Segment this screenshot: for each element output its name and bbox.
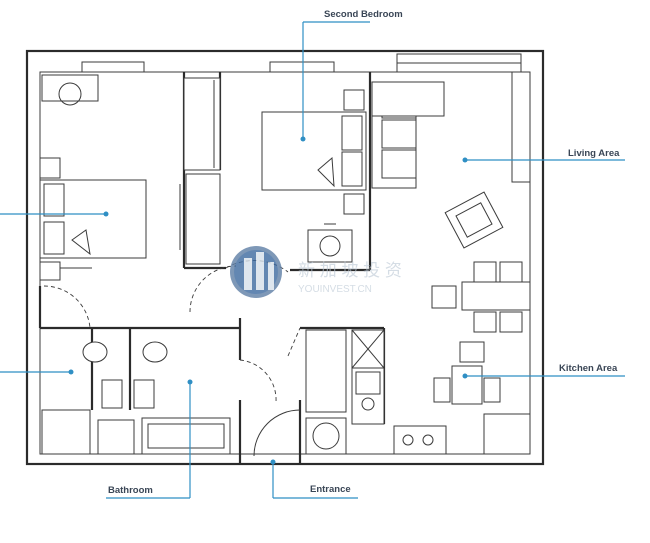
callout-kitchen-area: Kitchen Area (462, 363, 625, 379)
callout-second-bedroom: Second Bedroom (300, 9, 403, 142)
watermark-en: YOUINVEST.CN (298, 284, 372, 295)
main-bedroom (39, 74, 147, 281)
label-second-bedroom: Second Bedroom (324, 9, 403, 20)
label-living-area: Living Area (568, 148, 620, 159)
wardrobes (179, 77, 221, 265)
callout-bathroom-left (0, 369, 74, 375)
label-bathroom: Bathroom (108, 485, 153, 496)
watermark-logo: 新 加 坡 投 资 YOUINVEST.CN (230, 246, 402, 298)
callout-main-bedroom (0, 211, 109, 217)
windows (81, 53, 531, 183)
bathroom-fixtures (41, 341, 231, 455)
callout-bathroom: Bathroom (106, 379, 193, 499)
watermark-cn: 新 加 坡 投 资 (298, 261, 402, 280)
label-kitchen-area: Kitchen Area (559, 363, 618, 374)
second-bedroom (261, 89, 367, 263)
callout-living-area: Living Area (462, 148, 625, 163)
label-entrance: Entrance (310, 484, 351, 495)
callout-entrance: Entrance (270, 459, 358, 499)
kitchen-area (305, 329, 531, 455)
living-area (371, 81, 531, 333)
